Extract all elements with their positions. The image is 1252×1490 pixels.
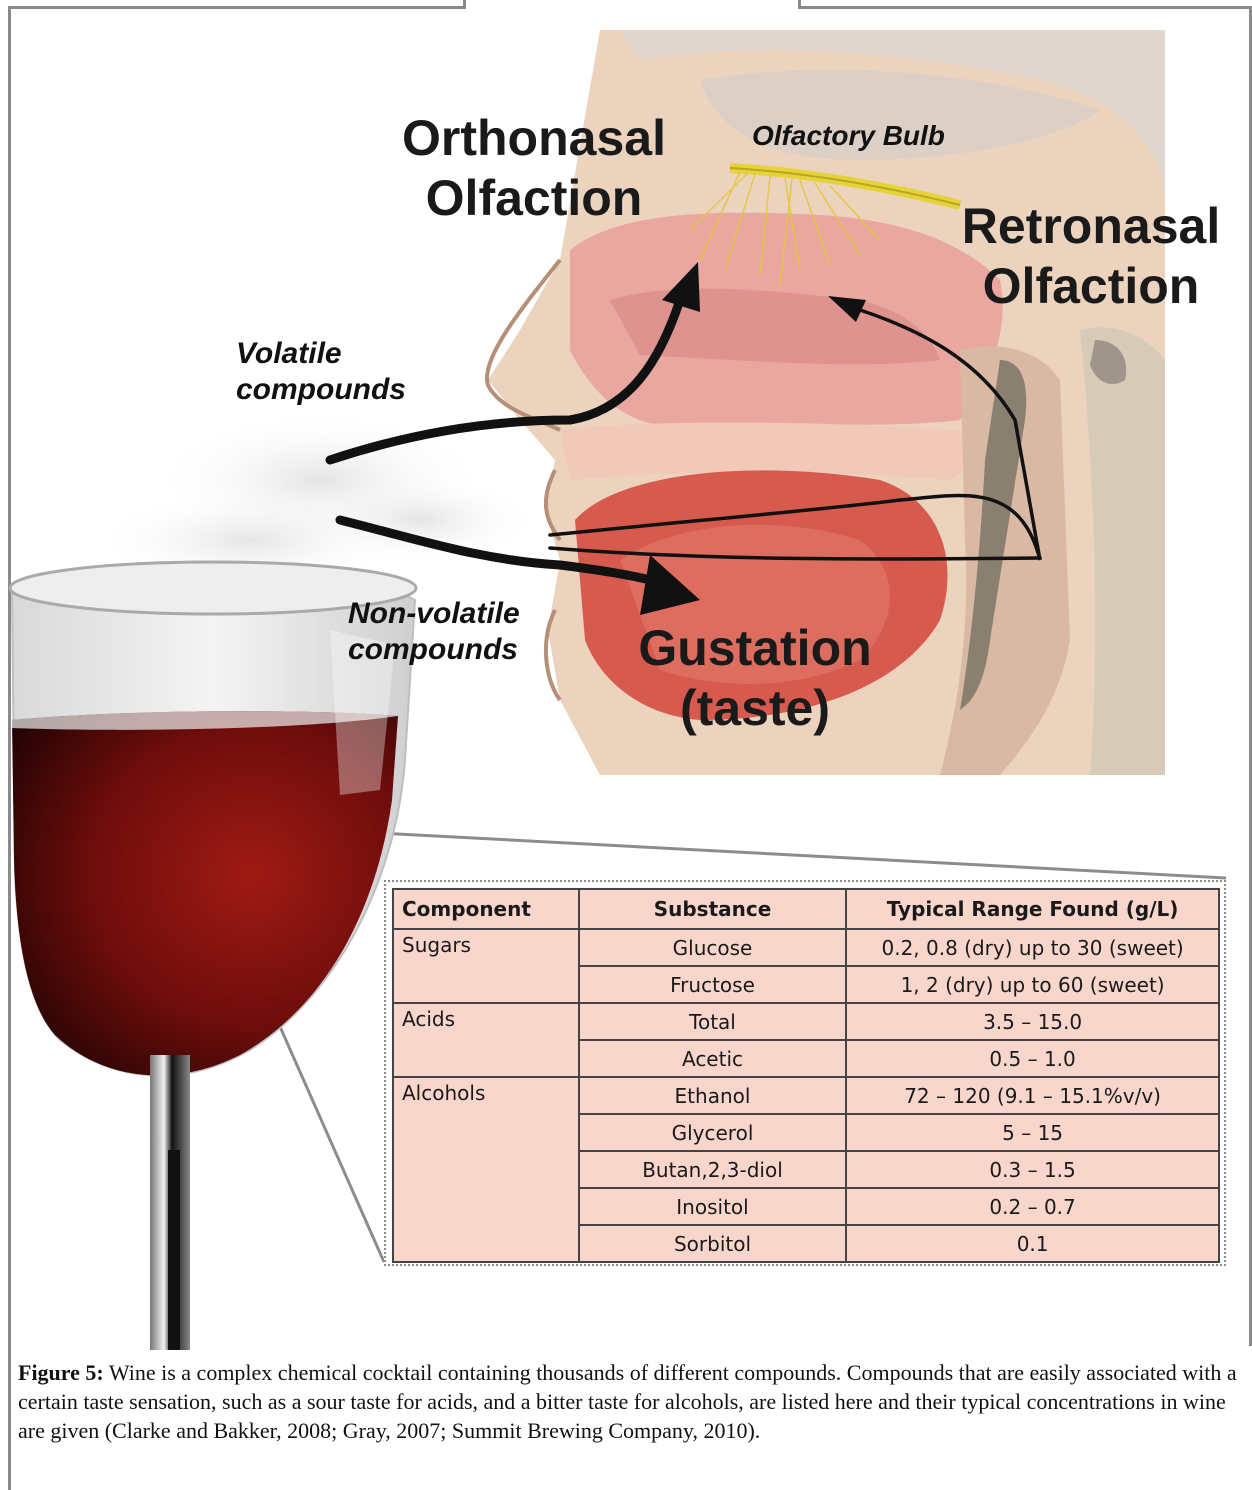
range-cell: 0.2 – 0.7 bbox=[846, 1188, 1219, 1225]
substance-cell: Ethanol bbox=[579, 1077, 846, 1114]
header-component: Component bbox=[393, 889, 579, 929]
range-cell: 0.2, 0.8 (dry) up to 30 (sweet) bbox=[846, 929, 1219, 966]
retronasal-label: Retronasal Olfaction bbox=[932, 196, 1250, 316]
composition-table-panel: Component Substance Typical Range Found … bbox=[384, 880, 1226, 1266]
wine-glass bbox=[10, 562, 416, 1350]
orthonasal-line1: Orthonasal bbox=[375, 108, 693, 168]
retronasal-line2: Olfaction bbox=[932, 256, 1250, 316]
table-row: Acids Total 3.5 – 15.0 bbox=[393, 1003, 1219, 1040]
component-cell: Acids bbox=[393, 1003, 579, 1077]
gustation-label: Gustation (taste) bbox=[612, 618, 898, 738]
gustation-line1: Gustation bbox=[612, 618, 898, 678]
caption-label: Figure 5: bbox=[18, 1360, 104, 1385]
component-cell: Alcohols bbox=[393, 1077, 579, 1262]
table-row: Alcohols Ethanol 72 – 120 (9.1 – 15.1%v/… bbox=[393, 1077, 1219, 1114]
substance-cell: Glycerol bbox=[579, 1114, 846, 1151]
range-cell: 1, 2 (dry) up to 60 (sweet) bbox=[846, 966, 1219, 1003]
gustation-line2: (taste) bbox=[612, 678, 898, 738]
substance-cell: Inositol bbox=[579, 1188, 846, 1225]
substance-cell: Sorbitol bbox=[579, 1225, 846, 1262]
composition-table: Component Substance Typical Range Found … bbox=[392, 888, 1220, 1263]
olfactory-bulb-label: Olfactory Bulb bbox=[752, 118, 945, 154]
non-volatile-label: Non-volatile compounds bbox=[348, 596, 520, 668]
volatile-label: Volatile compounds bbox=[236, 336, 406, 408]
substance-cell: Acetic bbox=[579, 1040, 846, 1077]
non-volatile-line1: Non-volatile bbox=[348, 596, 520, 632]
range-cell: 5 – 15 bbox=[846, 1114, 1219, 1151]
table-header-row: Component Substance Typical Range Found … bbox=[393, 889, 1219, 929]
volatile-line2: compounds bbox=[236, 372, 406, 408]
header-substance: Substance bbox=[579, 889, 846, 929]
table-row: Sugars Glucose 0.2, 0.8 (dry) up to 30 (… bbox=[393, 929, 1219, 966]
substance-cell: Fructose bbox=[579, 966, 846, 1003]
orthonasal-label: Orthonasal Olfaction bbox=[375, 108, 693, 228]
figure-caption: Figure 5: Wine is a complex chemical coc… bbox=[18, 1358, 1243, 1445]
orthonasal-line2: Olfaction bbox=[375, 168, 693, 228]
substance-cell: Glucose bbox=[579, 929, 846, 966]
range-cell: 0.5 – 1.0 bbox=[846, 1040, 1219, 1077]
range-cell: 72 – 120 (9.1 – 15.1%v/v) bbox=[846, 1077, 1219, 1114]
substance-cell: Butan,2,3-diol bbox=[579, 1151, 846, 1188]
component-cell: Sugars bbox=[393, 929, 579, 1003]
range-cell: 0.3 – 1.5 bbox=[846, 1151, 1219, 1188]
caption-text: Wine is a complex chemical cocktail cont… bbox=[18, 1360, 1237, 1443]
range-cell: 0.1 bbox=[846, 1225, 1219, 1262]
header-range: Typical Range Found (g/L) bbox=[846, 889, 1219, 929]
substance-cell: Total bbox=[579, 1003, 846, 1040]
non-volatile-line2: compounds bbox=[348, 632, 520, 668]
volatile-line1: Volatile bbox=[236, 336, 406, 372]
range-cell: 3.5 – 15.0 bbox=[846, 1003, 1219, 1040]
retronasal-line1: Retronasal bbox=[932, 196, 1250, 256]
